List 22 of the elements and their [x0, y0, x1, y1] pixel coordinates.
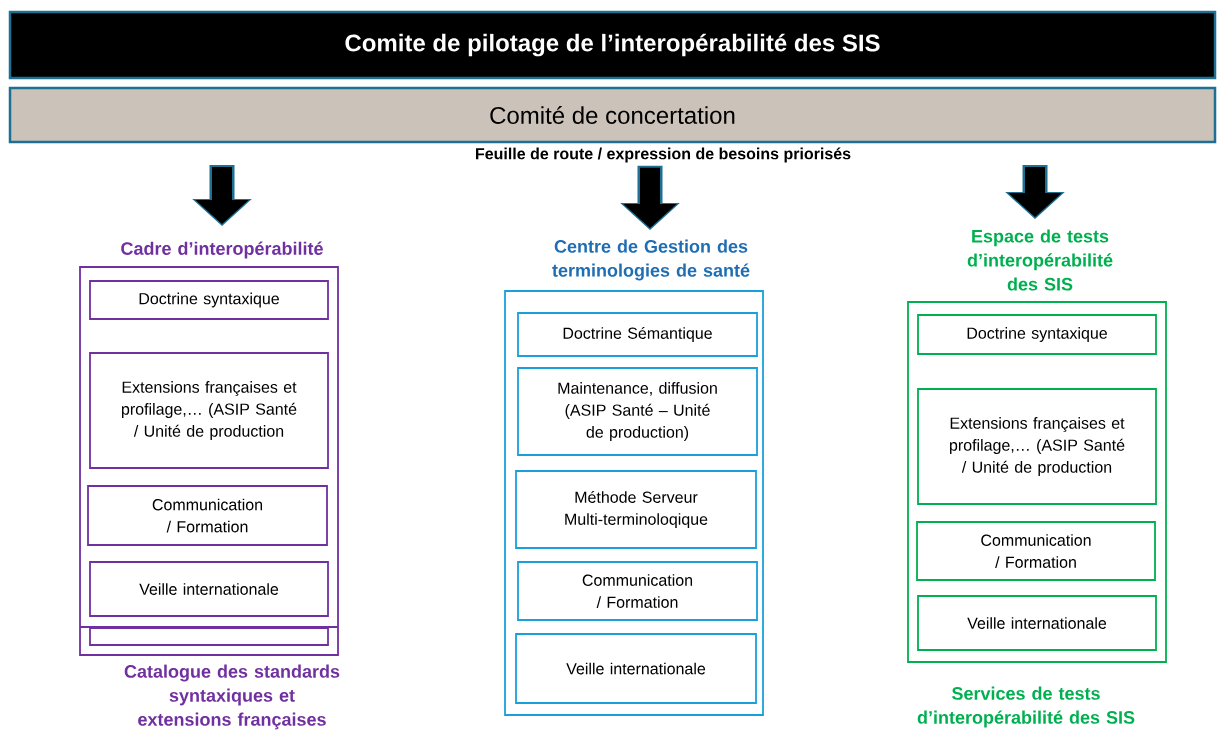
item-box: Doctrine Sémantique: [517, 312, 758, 357]
column-heading: Centre de Gestion des terminologies de santé: [552, 239, 750, 281]
band: Comité de concertation: [8, 86, 1217, 144]
item-box: Extensions françaises et profilage,… (ASIP Santé / Unité de production: [89, 352, 329, 469]
item-box: Veille internationale: [515, 633, 757, 704]
item-box: Extensions françaises et profilage,… (ASIP Santé / Unité de production: [917, 388, 1157, 505]
item-box: Doctrine syntaxique: [89, 280, 329, 320]
item-box: Maintenance, diffusion (ASIP Santé – Unité de production): [517, 367, 758, 456]
column-heading: Espace de tests d’interopérabilité des SIS: [967, 229, 1113, 291]
item-box: Méthode Serveur Multi-terminoloqique: [515, 470, 757, 549]
item-box: Communication / Formation: [916, 521, 1156, 581]
item-box: Veille internationale: [917, 595, 1157, 651]
subtitle: Feuille de route / expression de besoins priorisés: [476, 147, 851, 163]
item-box: Communication / Formation: [87, 485, 328, 546]
item-box: Communication / Formation: [517, 561, 758, 621]
item-box: Veille internationale: [89, 561, 329, 617]
column-footer: Services de tests d’interopérabilité des SIS: [917, 686, 1135, 728]
item-box: Doctrine syntaxique: [917, 314, 1157, 355]
empty-box: [79, 626, 339, 646]
column-heading: Cadre d’interopérabilité: [121, 241, 323, 259]
column-footer: Catalogue des standards syntaxiques et extensions françaises: [124, 664, 340, 730]
title-bar: Comite de pilotage de l’interopérabilité des SIS: [8, 10, 1217, 80]
